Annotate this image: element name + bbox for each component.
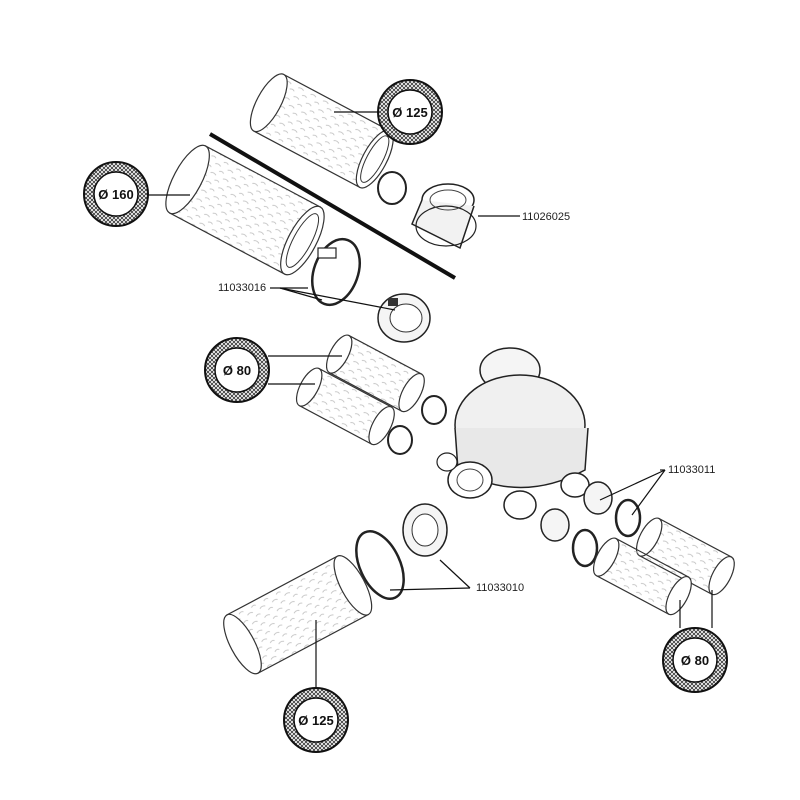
connector-11033011-a: [583, 481, 613, 515]
adapter-11026025: [411, 183, 477, 250]
connector-11033010: [402, 503, 448, 557]
duct-125-top: [249, 73, 394, 189]
svg-text:Ø 125: Ø 125: [392, 105, 427, 120]
clamp-ring: [377, 171, 407, 205]
part-label-11033016: 11033016: [218, 282, 266, 294]
svg-text:Ø 125: Ø 125: [298, 713, 333, 728]
part-label-11033011: 11033011: [668, 464, 715, 476]
clamp-11033011-a: [614, 498, 642, 538]
duct-160: [165, 144, 325, 276]
clamp-ring-small-a: [421, 395, 447, 425]
svg-text:Ø 80: Ø 80: [681, 653, 709, 668]
duct-80-right-b: [592, 537, 692, 616]
duct-80-left-a: [325, 334, 425, 413]
clamp-11033011-b: [571, 528, 599, 568]
connector-11033011-b: [540, 508, 570, 542]
ventilation-unit: [436, 347, 590, 520]
clamp-11033010: [355, 530, 405, 600]
part-label-11026025: 11026025: [522, 211, 570, 223]
badge-d125-top: Ø 125: [377, 79, 443, 145]
badge-d80-right: Ø 80: [662, 627, 728, 693]
duct-125-bottom: [223, 555, 373, 675]
divider-line: [208, 132, 457, 280]
duct-80-left-b: [295, 367, 395, 446]
badge-d160: Ø 160: [83, 161, 149, 227]
clamp-11033016: [311, 237, 361, 307]
clamp-ring-small-b: [387, 425, 413, 455]
part-label-11033010: 11033010: [476, 582, 524, 594]
badge-d125-bottom: Ø 125: [283, 687, 349, 753]
svg-text:Ø 160: Ø 160: [98, 187, 133, 202]
leader-lines: [148, 111, 713, 688]
connector-11033016: [377, 293, 431, 343]
svg-text:Ø 80: Ø 80: [223, 363, 251, 378]
badge-d80-left: Ø 80: [204, 337, 270, 403]
